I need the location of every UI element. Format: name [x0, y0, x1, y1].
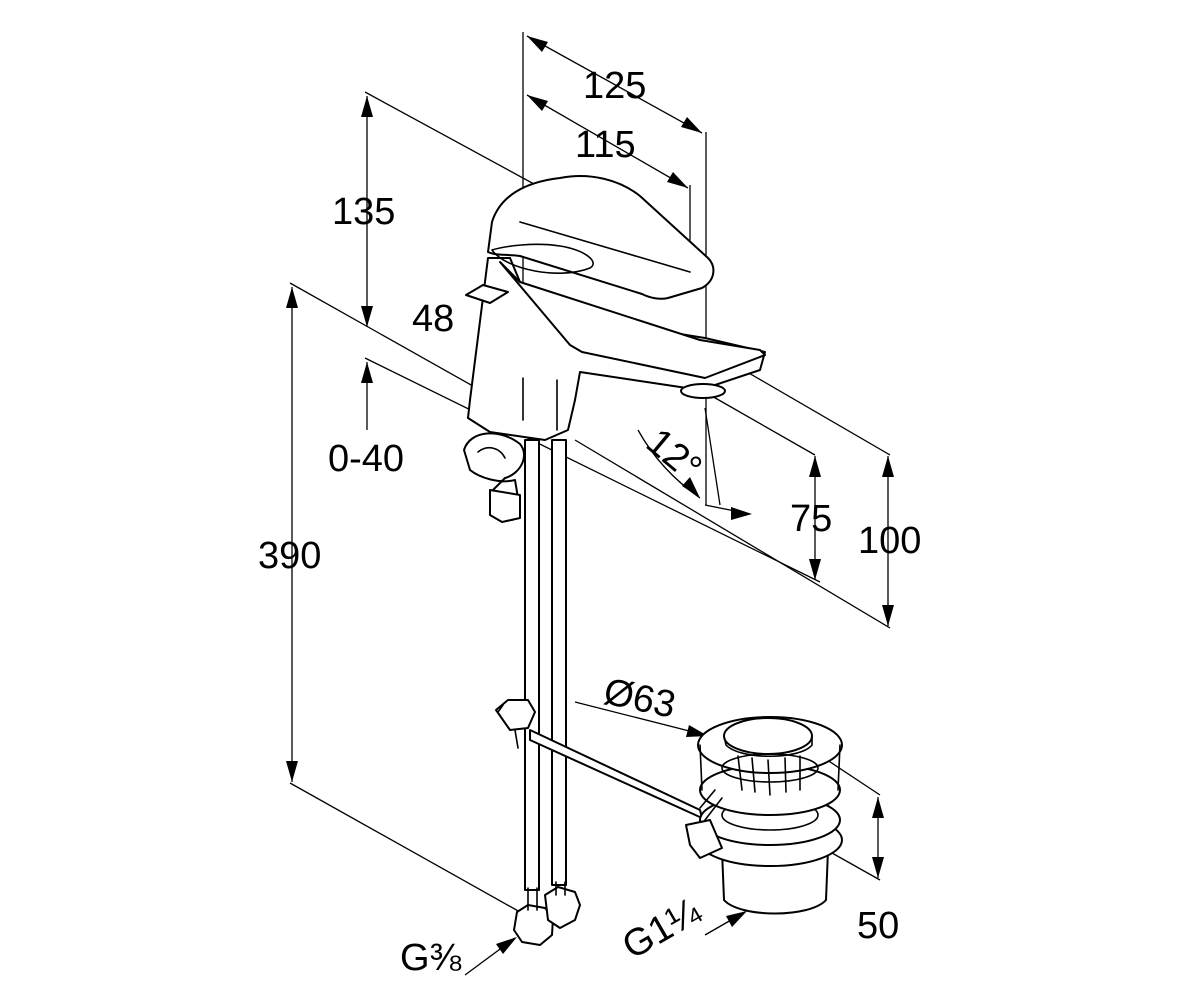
label-g-3-8: G⅜ — [400, 937, 462, 979]
faucet-body — [463, 175, 766, 946]
label-135: 135 — [332, 191, 395, 233]
label-48: 48 — [412, 298, 454, 340]
pop-up-waste — [685, 716, 843, 915]
dimension-labels: 125 115 135 48 0-40 390 12° 75 100 Ø63 5… — [258, 65, 921, 979]
label-g1-1-4: G1¼ — [616, 890, 709, 968]
label-diameter-63: Ø63 — [600, 671, 679, 727]
label-0-40: 0-40 — [328, 438, 404, 480]
label-50: 50 — [857, 905, 899, 947]
label-125: 125 — [583, 65, 646, 107]
label-12-degrees: 12° — [638, 421, 709, 490]
label-75: 75 — [790, 498, 832, 540]
label-100: 100 — [858, 520, 921, 562]
label-115: 115 — [575, 124, 636, 166]
label-390: 390 — [258, 535, 321, 577]
